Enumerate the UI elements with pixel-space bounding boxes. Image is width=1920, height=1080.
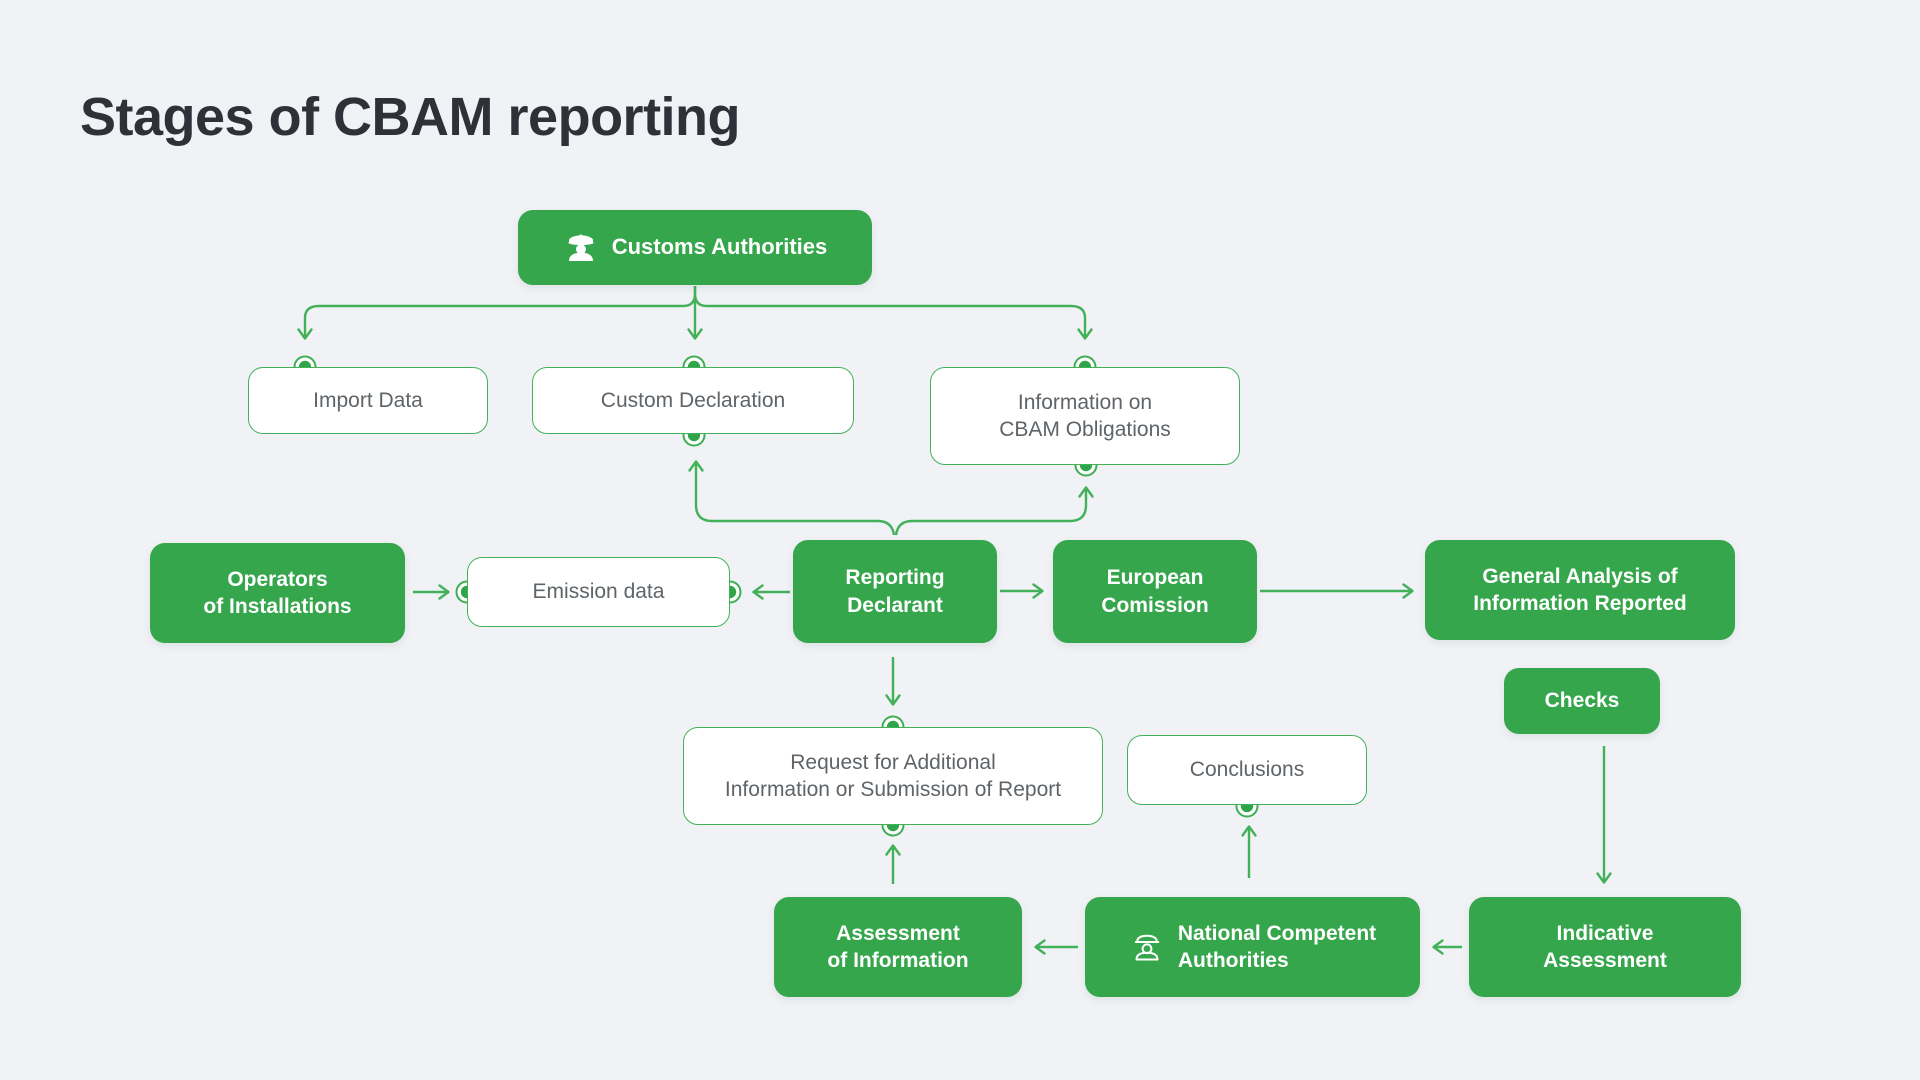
node-indicative-assessment: Indicative Assessment	[1469, 897, 1741, 997]
node-label: Conclusions	[1189, 758, 1305, 782]
node-label: of Information	[827, 949, 969, 972]
node-label: Import Data	[313, 388, 423, 412]
node-checks: Checks	[1504, 668, 1660, 734]
node-european-comission: European Comission	[1053, 540, 1257, 643]
node-customs-authorities: Customs Authorities	[518, 210, 872, 285]
node-label: Emission data	[532, 580, 665, 604]
node-label: Request for Additional	[790, 750, 996, 774]
node-label: Assessment	[1543, 949, 1667, 972]
node-reporting-declarant: Reporting Declarant	[793, 540, 997, 643]
node-national-competent-authorities: National Competent Authorities	[1085, 897, 1420, 997]
node-label: National Competent	[1177, 921, 1377, 945]
node-label: Reporting	[845, 566, 945, 590]
node-general-analysis-of-information-reported: General Analysis of Information Reported	[1425, 540, 1735, 640]
node-information-on-cbam-obligations: Information on CBAM Obligations	[930, 367, 1240, 465]
node-assessment-of-information: Assessment of Information	[774, 897, 1022, 997]
node-label: Indicative	[1556, 921, 1654, 945]
node-request-for-additional-information: Request for Additional Information or Su…	[683, 727, 1103, 825]
node-label: CBAM Obligations	[999, 418, 1171, 441]
node-custom-declaration: Custom Declaration	[532, 367, 854, 434]
node-label: Custom Declaration	[600, 388, 786, 412]
node-label: Information Reported	[1473, 592, 1687, 615]
node-label: Customs Authorities	[611, 234, 828, 260]
node-operators-of-installations: Operators of Installations	[150, 543, 405, 643]
node-label: Authorities	[1177, 949, 1289, 972]
node-label: Assessment	[836, 921, 960, 945]
node-label: General Analysis of	[1482, 564, 1678, 588]
node-import-data: Import Data	[248, 367, 488, 434]
node-label: Declarant	[847, 593, 943, 617]
node-conclusions: Conclusions	[1127, 735, 1367, 805]
page-title: Stages of CBAM reporting	[80, 87, 741, 147]
node-label: Operators	[227, 567, 328, 591]
node-label: Comission	[1101, 593, 1209, 617]
customs-officer-icon	[563, 230, 599, 266]
node-label: Checks	[1544, 689, 1620, 713]
node-emission-data: Emission data	[467, 557, 730, 627]
node-label: Information on	[1017, 390, 1153, 414]
node-label: Information or Submission of Report	[724, 778, 1062, 801]
node-label: European	[1106, 566, 1204, 590]
officer-outline-icon	[1129, 929, 1165, 965]
node-label: of Installations	[203, 595, 352, 618]
